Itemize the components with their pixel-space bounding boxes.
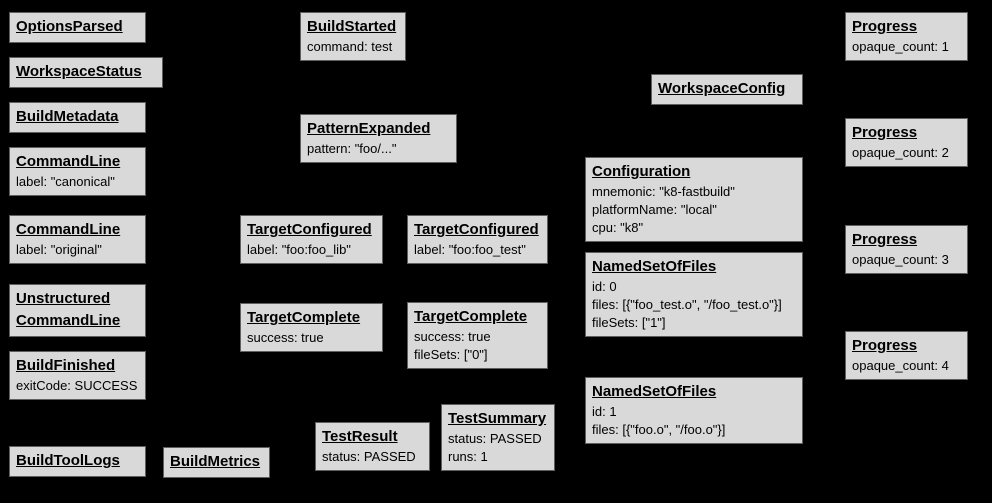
node-title: BuildMetadata [16, 108, 119, 125]
node-field: mnemonic: "k8-fastbuild" [592, 184, 735, 199]
node-title: CommandLine [16, 153, 121, 170]
node-field: label: "canonical" [16, 174, 115, 189]
node-title: Unstructured CommandLine [16, 288, 139, 332]
node-pattern-expanded: PatternExpanded pattern: "foo/..." [300, 114, 457, 163]
node-field: files: [{"foo_test.o", "/foo_test.o"}] [592, 297, 782, 312]
node-title: TargetComplete [247, 309, 361, 326]
node-title: Progress [852, 124, 918, 141]
node-test-summary: TestSummary status: PASSED runs: 1 [441, 404, 555, 471]
node-field: status: PASSED [322, 449, 416, 464]
node-workspace-config: WorkspaceConfig [651, 74, 803, 105]
node-title: CommandLine [16, 221, 121, 238]
node-field: label: "foo:foo_lib" [247, 242, 351, 257]
node-target-configured-lib: TargetConfigured label: "foo:foo_lib" [240, 215, 383, 264]
node-progress-2: Progress opaque_count: 2 [845, 118, 968, 167]
node-title: BuildStarted [307, 18, 397, 35]
node-title: OptionsParsed [16, 18, 123, 35]
node-field: opaque_count: 2 [852, 145, 949, 160]
node-title: NamedSetOfFiles [592, 258, 717, 275]
node-title: WorkspaceConfig [658, 80, 786, 97]
node-field: success: true [414, 329, 491, 344]
node-field: exitCode: SUCCESS [16, 378, 138, 393]
node-field: files: [{"foo.o", "/foo.o"}] [592, 422, 726, 437]
node-field: id: 1 [592, 404, 617, 419]
node-title: BuildFinished [16, 357, 116, 374]
node-field: status: PASSED [448, 431, 542, 446]
node-test-result: TestResult status: PASSED [315, 422, 430, 471]
node-target-configured-test: TargetConfigured label: "foo:foo_test" [407, 215, 548, 264]
node-title: Progress [852, 337, 918, 354]
node-field: opaque_count: 1 [852, 39, 949, 54]
node-title-line-2: CommandLine [16, 312, 121, 329]
node-command-line-canonical: CommandLine label: "canonical" [9, 147, 146, 196]
node-field: cpu: "k8" [592, 220, 644, 235]
node-target-complete-test: TargetComplete success: true fileSets: [… [407, 302, 548, 369]
node-title: TestResult [322, 428, 398, 445]
node-field: command: test [307, 39, 393, 54]
node-command-line-original: CommandLine label: "original" [9, 215, 146, 264]
node-title: NamedSetOfFiles [592, 383, 717, 400]
node-field: success: true [247, 330, 324, 345]
node-workspace-status: WorkspaceStatus [9, 57, 163, 88]
node-named-set-of-files-0: NamedSetOfFiles id: 0 files: [{"foo_test… [585, 252, 803, 337]
node-field: platformName: "local" [592, 202, 717, 217]
node-build-tool-logs: BuildToolLogs [9, 446, 146, 477]
node-title: TargetConfigured [247, 221, 372, 238]
node-field: fileSets: ["1"] [592, 315, 666, 330]
node-title: BuildMetrics [170, 453, 261, 470]
node-unstructured-command-line: Unstructured CommandLine [9, 284, 146, 337]
node-title: TestSummary [448, 410, 547, 427]
node-title: TargetConfigured [414, 221, 539, 238]
node-title: TargetComplete [414, 308, 528, 325]
node-field: fileSets: ["0"] [414, 347, 488, 362]
node-build-started: BuildStarted command: test [300, 12, 406, 61]
node-progress-3: Progress opaque_count: 3 [845, 225, 968, 274]
node-title: WorkspaceStatus [16, 63, 142, 80]
node-title: Progress [852, 231, 918, 248]
node-build-metadata: BuildMetadata [9, 102, 146, 133]
node-build-finished: BuildFinished exitCode: SUCCESS [9, 351, 146, 400]
node-title: Configuration [592, 163, 691, 180]
node-field: opaque_count: 3 [852, 252, 949, 267]
node-title: PatternExpanded [307, 120, 431, 137]
node-field: label: "original" [16, 242, 102, 257]
node-field: runs: 1 [448, 449, 488, 464]
node-field: id: 0 [592, 279, 617, 294]
node-progress-1: Progress opaque_count: 1 [845, 12, 968, 61]
node-field: label: "foo:foo_test" [414, 242, 526, 257]
node-field: pattern: "foo/..." [307, 141, 397, 156]
node-field: opaque_count: 4 [852, 358, 949, 373]
node-build-metrics: BuildMetrics [163, 447, 270, 478]
node-title: Progress [852, 18, 918, 35]
node-target-complete-lib: TargetComplete success: true [240, 303, 383, 352]
node-progress-4: Progress opaque_count: 4 [845, 331, 968, 380]
node-options-parsed: OptionsParsed [9, 12, 146, 43]
node-named-set-of-files-1: NamedSetOfFiles id: 1 files: [{"foo.o", … [585, 377, 803, 444]
node-title-line-1: Unstructured [16, 290, 111, 307]
node-configuration: Configuration mnemonic: "k8-fastbuild" p… [585, 157, 803, 242]
node-title: BuildToolLogs [16, 452, 120, 469]
